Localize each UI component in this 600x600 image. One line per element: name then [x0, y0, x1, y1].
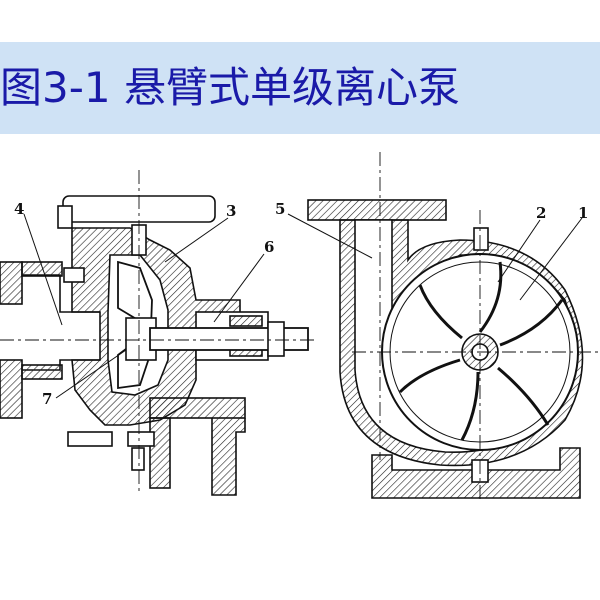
leader-4 [23, 213, 63, 326]
flange-lower [0, 359, 23, 419]
title-bar [0, 42, 600, 134]
suction-pipe-bottom [21, 364, 63, 380]
leader-3 [164, 217, 229, 263]
leader-7 [55, 349, 127, 399]
shaft-collar [267, 321, 285, 357]
support-leg [211, 418, 246, 496]
label-5: 5 [275, 200, 285, 218]
bracket [149, 397, 246, 419]
impeller-blades [398, 261, 564, 441]
leader-2 [497, 219, 541, 283]
sectional-view [0, 170, 318, 496]
leader-6 [213, 253, 265, 323]
label-4: 4 [14, 200, 24, 218]
label-1: 1 [578, 204, 588, 222]
suction-pipe-top [21, 261, 63, 277]
support-leg-inner [149, 417, 171, 489]
figure-title: 图3-1 悬臂式单级离心泵 [0, 63, 460, 112]
packing-top [229, 315, 263, 327]
discharge-flange [307, 199, 447, 221]
bolt-lower-left [67, 431, 113, 447]
leader-5 [287, 213, 373, 259]
label-3: 3 [226, 202, 236, 220]
label-6: 6 [264, 238, 274, 256]
bolt-lower-stud [131, 447, 145, 471]
end-view [287, 152, 600, 500]
leader-1 [519, 217, 583, 301]
bolt-lower-mid [127, 431, 155, 447]
flange-upper [0, 261, 23, 305]
label-7: 7 [42, 390, 52, 408]
top-bolt-left [57, 205, 73, 229]
label-2: 2 [536, 204, 546, 222]
top-vent-plug [473, 227, 489, 251]
bolt-side [63, 267, 85, 283]
